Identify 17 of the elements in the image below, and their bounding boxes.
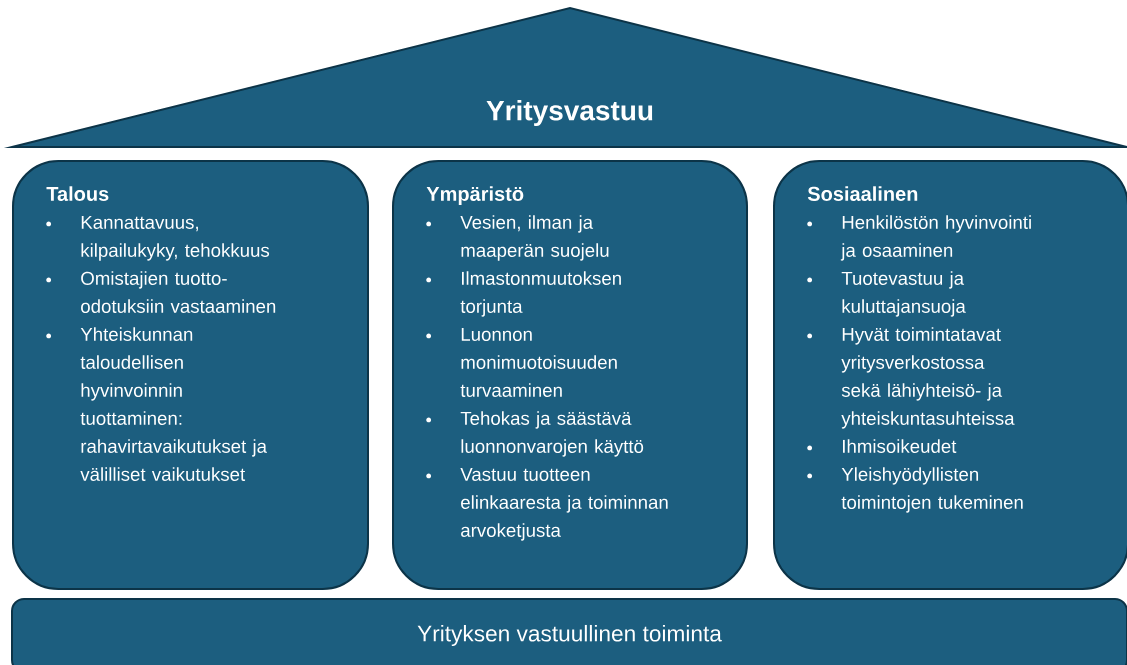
list-item: Tehokas ja säästävä luonnonvarojen käyttö bbox=[426, 411, 644, 457]
list-item: Henkilöstön hyvinvointi ja osaaminen bbox=[807, 215, 1031, 261]
list-item: Yleishyödyllisten toimintojen tukeminen bbox=[807, 467, 1023, 513]
list-item: Vesien, ilman ja maaperän suojelu bbox=[426, 215, 609, 261]
list-item: Ilmastonmuutoksen torjunta bbox=[426, 271, 621, 317]
list-item: Tuotevastuu ja kuluttajansuoja bbox=[807, 271, 966, 317]
list-item: Luonnon monimuotoisuuden turvaaminen bbox=[426, 327, 617, 397]
heading: Ympäristö bbox=[426, 186, 524, 205]
list-item: Omistajien tuotto-odotuksiin vastaaminen bbox=[46, 271, 276, 313]
list-item: Kannattavuus, kilpailukyky, tehokkuus bbox=[46, 215, 270, 261]
heading: Sosiaalinen bbox=[807, 186, 918, 201]
list-item: Yhteiskunnan taloudellisen hyvinvoinnin tuottaminen: rahavirtavaikutukset ja välilliset vaikutukset bbox=[46, 327, 267, 481]
base-band: Yrityksen vastuullinen toiminta bbox=[11, 598, 1127, 665]
list-item: Vastuu tuotteen elinkaaresta ja toiminnan arvoketjusta bbox=[426, 467, 668, 541]
list-item: Hyvät toimintatavat yritysverkostossa sekä lähiyhteisö- ja yhteiskuntasuhteissa bbox=[807, 327, 1015, 429]
list-item: Ihmisoikeudet bbox=[807, 439, 957, 453]
heading: Talous bbox=[46, 186, 109, 201]
